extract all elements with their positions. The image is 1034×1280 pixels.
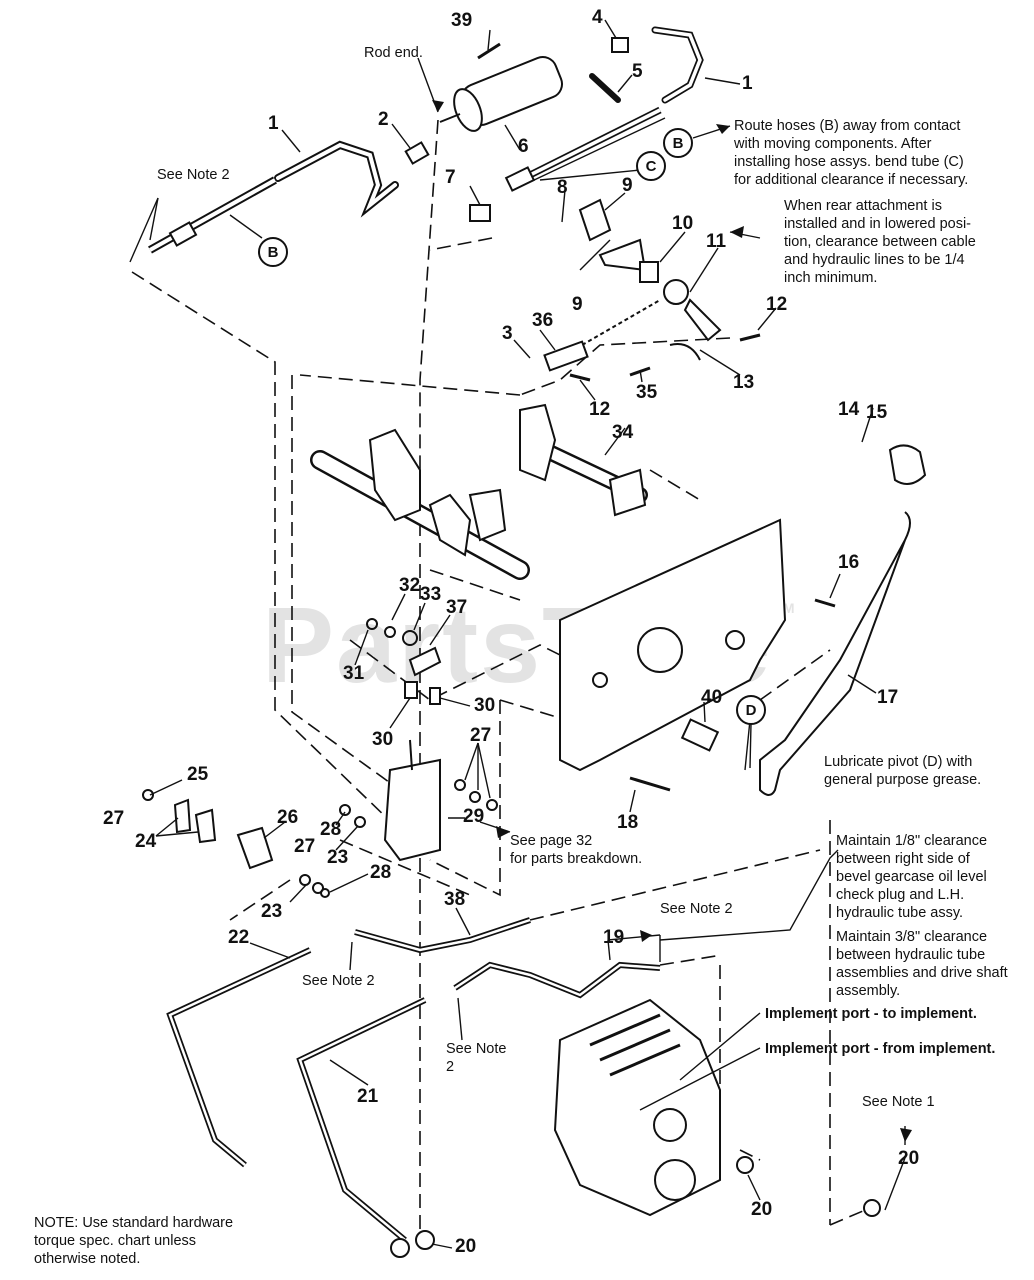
note-rear-attachment: When rear attachment is installed and in… <box>784 198 976 286</box>
note-route-hoses: Route hoses (B) away from contact with m… <box>734 118 969 188</box>
note-implement-port-to: Implement port - to implement. <box>765 1006 977 1022</box>
part-3: 3 <box>502 323 513 344</box>
note-see-note-2-left: See Note 2 <box>302 973 375 989</box>
part-39: 39 <box>451 10 473 31</box>
part-16: 16 <box>838 552 860 573</box>
part-34: 34 <box>612 422 634 443</box>
part-12-b: 12 <box>589 399 611 420</box>
part-27-b: 27 <box>103 808 125 829</box>
part-19: 19 <box>603 927 625 948</box>
part-8: 8 <box>557 177 568 198</box>
part-33: 33 <box>420 584 442 605</box>
callout-b-right: B <box>663 128 693 158</box>
part-2: 2 <box>378 109 389 130</box>
note-hardware-torque: NOTE: Use standard hardware torque spec.… <box>34 1215 234 1267</box>
part-4: 4 <box>592 7 603 28</box>
note-see-note-1: See Note 1 <box>862 1094 935 1110</box>
part-36: 36 <box>532 310 554 331</box>
part-25: 25 <box>187 764 209 785</box>
part-1-right: 1 <box>742 73 753 94</box>
note-maintain-1-8: Maintain 1/8" clearance between right si… <box>836 833 988 921</box>
part-30-a: 30 <box>474 695 496 716</box>
callout-c: C <box>636 151 666 181</box>
part-20-c: 20 <box>898 1148 920 1169</box>
note-see-page-32: See page 32 for parts breakdown. <box>510 833 643 867</box>
part-15: 15 <box>866 402 888 423</box>
callout-d: D <box>736 695 766 725</box>
part-9-b: 9 <box>572 294 583 315</box>
callout-b-left: B <box>258 237 288 267</box>
part-6: 6 <box>518 136 529 157</box>
part-11: 11 <box>706 231 727 252</box>
part-9-a: 9 <box>622 175 633 196</box>
part-28-b: 28 <box>370 862 392 883</box>
part-24: 24 <box>135 831 157 852</box>
part-12-a: 12 <box>766 294 788 315</box>
part-27-a: 27 <box>470 725 492 746</box>
part-27-c: 27 <box>294 836 316 857</box>
part-14: 14 <box>838 399 860 420</box>
note-maintain-3-8: Maintain 3/8" clearance between hydrauli… <box>836 929 1008 999</box>
part-13: 13 <box>733 372 755 393</box>
part-20-a: 20 <box>455 1236 477 1257</box>
part-5: 5 <box>632 61 643 82</box>
part-32: 32 <box>399 575 421 596</box>
part-28-a: 28 <box>320 819 342 840</box>
note-lubricate: Lubricate pivot (D) with general purpose… <box>824 754 982 788</box>
note-see-note-2-mid: See Note 2 <box>660 901 733 917</box>
part-37: 37 <box>446 597 468 618</box>
part-35: 35 <box>636 382 658 403</box>
part-23-a: 23 <box>327 847 349 868</box>
part-18: 18 <box>617 812 639 833</box>
part-10: 10 <box>672 213 694 234</box>
part-21: 21 <box>357 1086 379 1107</box>
part-17: 17 <box>877 687 899 708</box>
note-implement-port-from: Implement port - from implement. <box>765 1041 996 1057</box>
note-see-note-2-low: See Note 2 <box>446 1041 507 1075</box>
part-40: 40 <box>701 687 723 708</box>
part-20-b: 20 <box>751 1199 773 1220</box>
note-see-note-2-top: See Note 2 <box>157 167 230 183</box>
part-29: 29 <box>463 806 485 827</box>
part-1-left: 1 <box>268 113 279 134</box>
note-rod-end: Rod end. <box>364 45 423 61</box>
part-31: 31 <box>343 663 365 684</box>
part-23-b: 23 <box>261 901 283 922</box>
part-38: 38 <box>444 889 466 910</box>
part-22: 22 <box>228 927 250 948</box>
part-26: 26 <box>277 807 299 828</box>
part-7: 7 <box>445 167 456 188</box>
part-30-b: 30 <box>372 729 394 750</box>
